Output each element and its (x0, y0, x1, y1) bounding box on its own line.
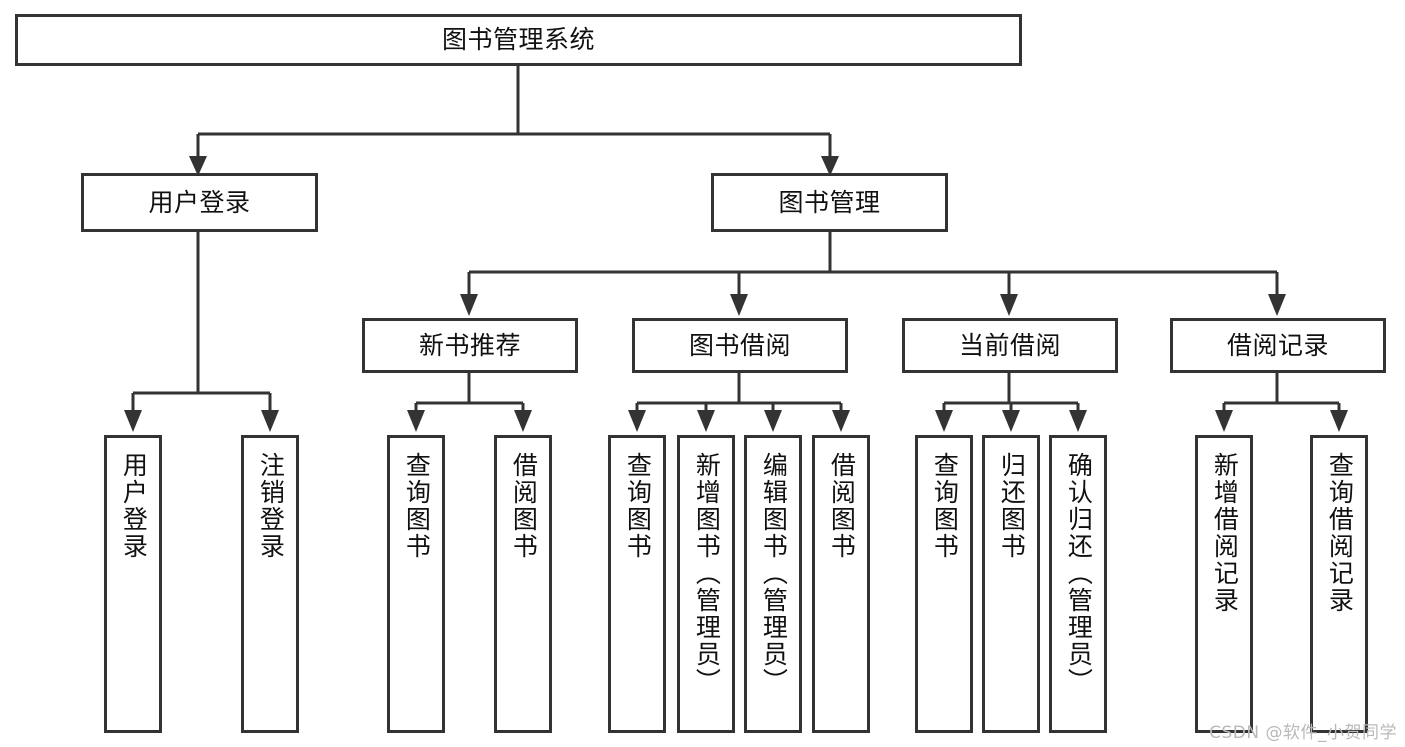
node-user-login-label: 用户登录 (148, 187, 251, 217)
node-leaf-borrow-book-2[interactable]: 借阅图书 (812, 435, 870, 733)
node-leaf-add-record[interactable]: 新增借阅记录 (1195, 435, 1253, 733)
watermark: CSDN @软件_小贺同学 (1209, 723, 1397, 743)
arrowhead-borrow-book-1 (514, 410, 532, 432)
node-book-borrow-label: 图书借阅 (688, 330, 791, 360)
node-leaf-logout-label: 注销登录 (256, 452, 286, 560)
node-leaf-add-book[interactable]: 新增图书（管理员） (677, 435, 735, 733)
node-current-borrow[interactable]: 当前借阅 (902, 318, 1118, 373)
node-leaf-query-record[interactable]: 查询借阅记录 (1310, 435, 1368, 733)
arrowhead-edit-book (764, 410, 782, 432)
node-book-manage-label: 图书管理 (778, 187, 881, 217)
node-leaf-query-record-label: 查询借阅记录 (1325, 452, 1355, 614)
node-leaf-query-book-1-label: 查询图书 (402, 452, 432, 560)
arrowhead-query-book-2 (628, 410, 646, 432)
node-leaf-add-record-label: 新增借阅记录 (1210, 452, 1240, 614)
arrowhead-new-book-rec (460, 294, 478, 316)
node-leaf-borrow-book-1-label: 借阅图书 (509, 452, 539, 560)
arrowhead-confirm-return (1069, 410, 1087, 432)
arrowhead-query-record (1330, 410, 1348, 432)
node-book-borrow[interactable]: 图书借阅 (632, 318, 848, 373)
node-leaf-query-book-2-label: 查询图书 (623, 452, 653, 560)
arrowhead-current-borrow (1000, 294, 1018, 316)
node-borrow-record-label: 借阅记录 (1226, 330, 1329, 360)
arrowhead-query-book-1 (407, 410, 425, 432)
node-new-book-recommend-label: 新书推荐 (418, 330, 521, 360)
node-book-manage[interactable]: 图书管理 (711, 173, 948, 232)
arrowhead-leaf-logout (261, 410, 279, 432)
arrowhead-add-record (1215, 410, 1233, 432)
node-leaf-query-book-2[interactable]: 查询图书 (608, 435, 666, 733)
node-leaf-user-login-label: 用户登录 (119, 452, 149, 560)
arrowhead-add-book (697, 410, 715, 432)
node-leaf-query-book-3-label: 查询图书 (930, 452, 960, 560)
node-leaf-borrow-book-2-label: 借阅图书 (827, 452, 857, 560)
node-borrow-record[interactable]: 借阅记录 (1170, 318, 1386, 373)
arrowhead-borrow-record (1268, 294, 1286, 316)
node-leaf-query-book-1[interactable]: 查询图书 (387, 435, 445, 733)
node-leaf-return-book[interactable]: 归还图书 (982, 435, 1040, 733)
node-leaf-edit-book[interactable]: 编辑图书（管理员） (744, 435, 802, 733)
node-leaf-confirm-return[interactable]: 确认归还（管理员） (1049, 435, 1107, 733)
node-leaf-logout[interactable]: 注销登录 (241, 435, 299, 733)
arrowhead-query-book-3 (935, 410, 953, 432)
node-user-login[interactable]: 用户登录 (81, 173, 318, 232)
node-leaf-add-book-label: 新增图书（管理员） (692, 452, 722, 695)
node-leaf-borrow-book-1[interactable]: 借阅图书 (494, 435, 552, 733)
node-leaf-user-login[interactable]: 用户登录 (104, 435, 162, 733)
node-leaf-query-book-3[interactable]: 查询图书 (915, 435, 973, 733)
node-leaf-confirm-return-label: 确认归还（管理员） (1064, 452, 1094, 695)
arrowhead-book-borrow (730, 294, 748, 316)
node-current-borrow-label: 当前借阅 (958, 330, 1061, 360)
node-new-book-recommend[interactable]: 新书推荐 (362, 318, 578, 373)
node-leaf-edit-book-label: 编辑图书（管理员） (759, 452, 789, 695)
node-leaf-return-book-label: 归还图书 (997, 452, 1027, 560)
arrowhead-return-book (1002, 410, 1020, 432)
node-root-label: 图书管理系统 (441, 25, 595, 55)
node-root[interactable]: 图书管理系统 (15, 14, 1022, 66)
arrowhead-leaf-user-login (124, 410, 142, 432)
arrowhead-borrow-book-2 (832, 410, 850, 432)
